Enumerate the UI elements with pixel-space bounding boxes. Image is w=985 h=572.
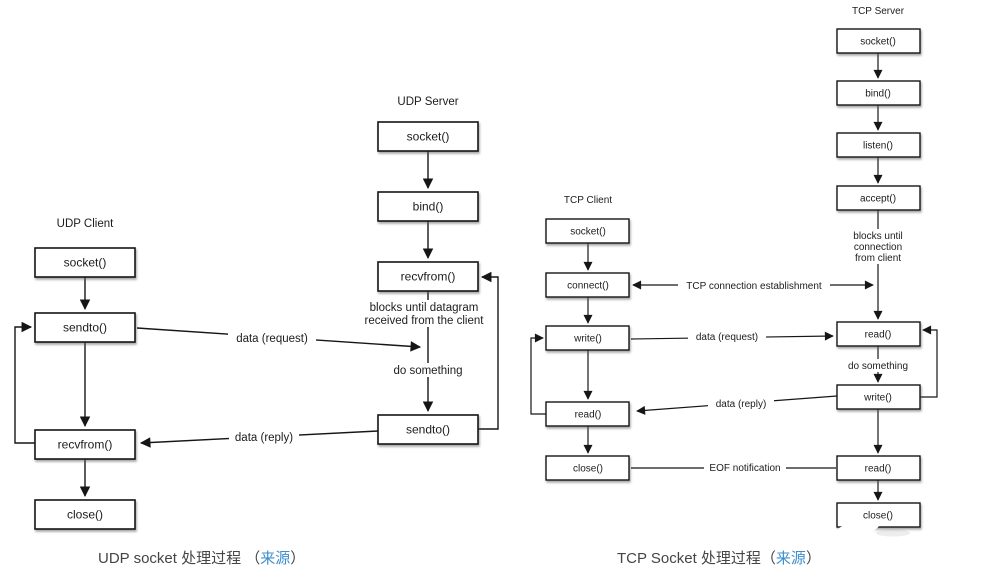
tcps-box-accept <box>836 185 921 211</box>
tcp-establishment-bg <box>678 278 830 292</box>
udp-caption-source-link[interactable]: 来源 <box>260 550 290 567</box>
udps-label-socket: socket() <box>407 130 450 144</box>
udp-server-column: UDP Server socket() bind() recvfrom() bl… <box>356 96 499 445</box>
tcp-caption: TCP Socket 处理过程（来源） <box>617 550 821 567</box>
tcpc-box-read <box>545 401 630 427</box>
udps-box-recvfrom <box>377 261 479 292</box>
udpc-label-socket: socket() <box>64 256 107 270</box>
tcpc-box-close <box>545 455 630 481</box>
udps-box-bind <box>377 191 479 222</box>
tcp-cross-edges: TCP connection establishment data (reque… <box>630 278 874 475</box>
tcp-client-title: TCP Client <box>564 195 612 206</box>
udps-do-something-bg <box>390 363 466 377</box>
arrow-tcps-loop-write-to-read1 <box>920 325 938 398</box>
watermark-smudge <box>876 529 910 537</box>
tcps-label-read2: read() <box>865 464 892 475</box>
tcps-box-read2 <box>836 455 921 481</box>
arrow-udps-loop-sendto-to-recvfrom <box>478 271 499 430</box>
tcps-box-bind <box>836 80 921 106</box>
udp-caption-text: UDP socket 处理过程 （ <box>98 550 260 567</box>
udpc-label-recvfrom: recvfrom() <box>58 438 113 452</box>
udp-data-reply-bg <box>229 429 299 445</box>
tcps-label-accept: accept() <box>860 194 896 205</box>
tcp-caption-close: ） <box>806 550 821 567</box>
udps-note-blocks-2: received from the client <box>365 315 485 327</box>
captions: UDP socket 处理过程 （来源） TCP Socket 处理过程（来源） <box>98 550 821 567</box>
tcp-data-reply-bg <box>708 397 774 411</box>
udpc-box-close <box>34 499 136 530</box>
udp-caption: UDP socket 处理过程 （来源） <box>98 550 305 567</box>
tcps-label-write: write() <box>863 393 892 404</box>
tcp-eof-bg <box>704 461 786 475</box>
udps-note-blocks-1: blocks until datagram <box>370 302 479 314</box>
tcpc-label-read: read() <box>575 410 602 421</box>
tcps-box-listen <box>836 132 921 158</box>
udps-label-recvfrom: recvfrom() <box>401 270 456 284</box>
tcp-establishment-label: TCP connection establishment <box>686 281 822 292</box>
tcps-label-read1: read() <box>865 330 892 341</box>
udps-note-do-something: do something <box>393 365 462 377</box>
tcps-box-socket <box>836 28 921 54</box>
udp-data-reply-label: data (reply) <box>235 432 293 444</box>
tcp-data-request-label: data (request) <box>696 332 758 343</box>
tcpc-label-write: write() <box>573 334 602 345</box>
tcp-caption-text: TCP Socket 处理过程（ <box>617 550 776 567</box>
udps-note-bg <box>356 300 492 327</box>
udp-data-request-bg <box>228 330 316 346</box>
tcps-label-close: close() <box>863 511 893 522</box>
udpc-label-close: close() <box>67 508 103 522</box>
tcps-note-blocks-1: blocks until <box>853 231 902 242</box>
udp-server-title: UDP Server <box>397 96 458 108</box>
udpc-box-recvfrom <box>34 429 136 460</box>
udp-client-title: UDP Client <box>57 218 114 230</box>
tcps-note-blocks-2: connection <box>854 242 902 253</box>
tcp-eof-label: EOF notification <box>709 463 780 474</box>
tcps-note-do-something: do something <box>848 361 908 372</box>
udp-caption-close: ） <box>290 550 305 567</box>
udps-box-socket <box>377 121 479 152</box>
udps-label-bind: bind() <box>413 200 444 214</box>
watermark-artifact <box>834 519 880 539</box>
udpc-box-socket <box>34 247 136 278</box>
tcpc-box-socket <box>545 218 630 244</box>
udpc-label-sendto: sendto() <box>63 321 107 335</box>
tcps-box-write <box>836 384 921 410</box>
tcps-note-bg <box>845 229 911 264</box>
tcpc-box-connect <box>545 272 630 298</box>
arrow-tcpc-loop-read-to-write <box>530 333 546 415</box>
arrow-udpc-loop-recvfrom-to-sendto <box>14 321 35 444</box>
tcp-caption-source-link[interactable]: 来源 <box>776 550 806 567</box>
tcp-data-request-bg <box>688 330 766 344</box>
udp-cross-edges: data (request) data (reply) <box>136 327 422 448</box>
udps-box-sendto <box>377 414 479 445</box>
tcps-do-something-bg <box>845 359 911 372</box>
udp-client-column: UDP Client socket() sendto() recvfrom() … <box>14 218 136 530</box>
tcp-client-column: TCP Client socket() connect() write() re… <box>530 195 630 481</box>
tcps-label-socket: socket() <box>860 37 896 48</box>
tcps-label-listen: listen() <box>863 141 893 152</box>
tcp-data-reply-label: data (reply) <box>716 399 767 410</box>
tcpc-box-write <box>545 325 630 351</box>
tcp-server-column: TCP Server socket() bind() listen() acce… <box>834 6 938 539</box>
tcp-server-title: TCP Server <box>852 6 905 17</box>
tcps-box-read1 <box>836 321 921 347</box>
tcpc-label-close: close() <box>573 464 603 475</box>
udps-label-sendto: sendto() <box>406 423 450 437</box>
tcps-label-bind: bind() <box>865 89 891 100</box>
tcps-note-blocks-3: from client <box>855 253 901 264</box>
tcpc-label-socket: socket() <box>570 227 606 238</box>
udpc-box-sendto <box>34 312 136 343</box>
tcpc-label-connect: connect() <box>567 281 609 292</box>
udp-data-request-label: data (request) <box>236 333 308 345</box>
